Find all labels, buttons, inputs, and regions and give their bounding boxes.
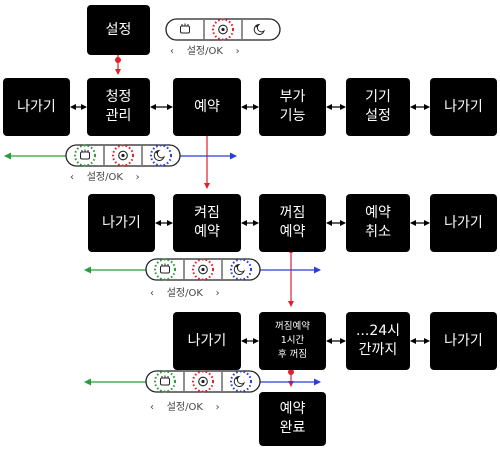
node-reserve-done: 예약 완료: [259, 392, 326, 446]
node-reserve-cancel: 예약 취소: [346, 194, 410, 252]
flow-red-3: [288, 247, 294, 307]
sleep-mode-icon: [253, 23, 265, 35]
remote-1-caption: ‹ 설정/OK ›: [170, 42, 240, 57]
node-on-reserve: 켜짐 예약: [173, 194, 241, 252]
power-ok-icon: [212, 18, 234, 41]
sleep-mode-icon: [230, 258, 252, 281]
fan-mode-icon: [74, 144, 96, 167]
remote-right-arrow: ›: [215, 288, 220, 299]
node-exit-1: 나가기: [3, 78, 70, 136]
remote-right-arrow: ›: [215, 402, 220, 413]
fan-mode-icon: [154, 258, 176, 281]
node-until-24h: ...24시 간까지: [346, 312, 410, 370]
remote-left-arrow: ‹: [70, 172, 74, 183]
remote-left-arrow: ‹: [150, 288, 154, 299]
power-ok-icon: [192, 258, 214, 281]
flow-red-2: [204, 129, 210, 189]
node-exit-4: 나가기: [430, 194, 497, 252]
remote-control-1: [165, 18, 281, 41]
remote-label: 설정/OK: [86, 172, 123, 183]
sleep-mode-icon: [150, 144, 172, 167]
node-exit-5: 나가기: [173, 312, 241, 370]
remote-4-caption: ‹ 설정/OK ›: [150, 398, 220, 413]
node-exit-6: 나가기: [430, 312, 497, 370]
nav-arrows: [70, 104, 430, 344]
node-device-setup: 기기 설정: [346, 78, 410, 136]
node-reserve: 예약: [173, 78, 241, 136]
node-off-reserve-1h: 꺼짐예약 1시간 후 꺼짐: [259, 312, 326, 370]
remote-control-4: [145, 370, 261, 393]
remote-label: 설정/OK: [186, 46, 223, 57]
remote-3-caption: ‹ 설정/OK ›: [150, 284, 220, 299]
power-ok-icon: [192, 370, 214, 393]
node-setup: 설정: [87, 5, 150, 55]
remote-label: 설정/OK: [166, 288, 203, 299]
sleep-mode-icon: [230, 370, 252, 393]
remote-left-arrow: ‹: [170, 46, 174, 57]
remote-right-arrow: ›: [235, 46, 240, 57]
node-off-reserve: 꺼짐 예약: [259, 194, 326, 252]
remote-label: 설정/OK: [166, 402, 203, 413]
node-addon: 부가 기능: [259, 78, 326, 136]
node-exit-2: 나가기: [430, 78, 497, 136]
node-exit-3: 나가기: [88, 194, 155, 252]
remote-control-2: [65, 144, 181, 167]
remote-2-caption: ‹ 설정/OK ›: [70, 168, 140, 183]
fan-mode-icon: [180, 23, 190, 34]
flow-red-4: [288, 369, 294, 387]
fan-mode-icon: [154, 370, 176, 393]
node-clean-manage: 청정 관리: [87, 78, 150, 136]
power-ok-icon: [112, 144, 134, 167]
remote-right-arrow: ›: [135, 172, 140, 183]
remote-left-arrow: ‹: [150, 402, 154, 413]
remote-control-3: [145, 258, 261, 281]
